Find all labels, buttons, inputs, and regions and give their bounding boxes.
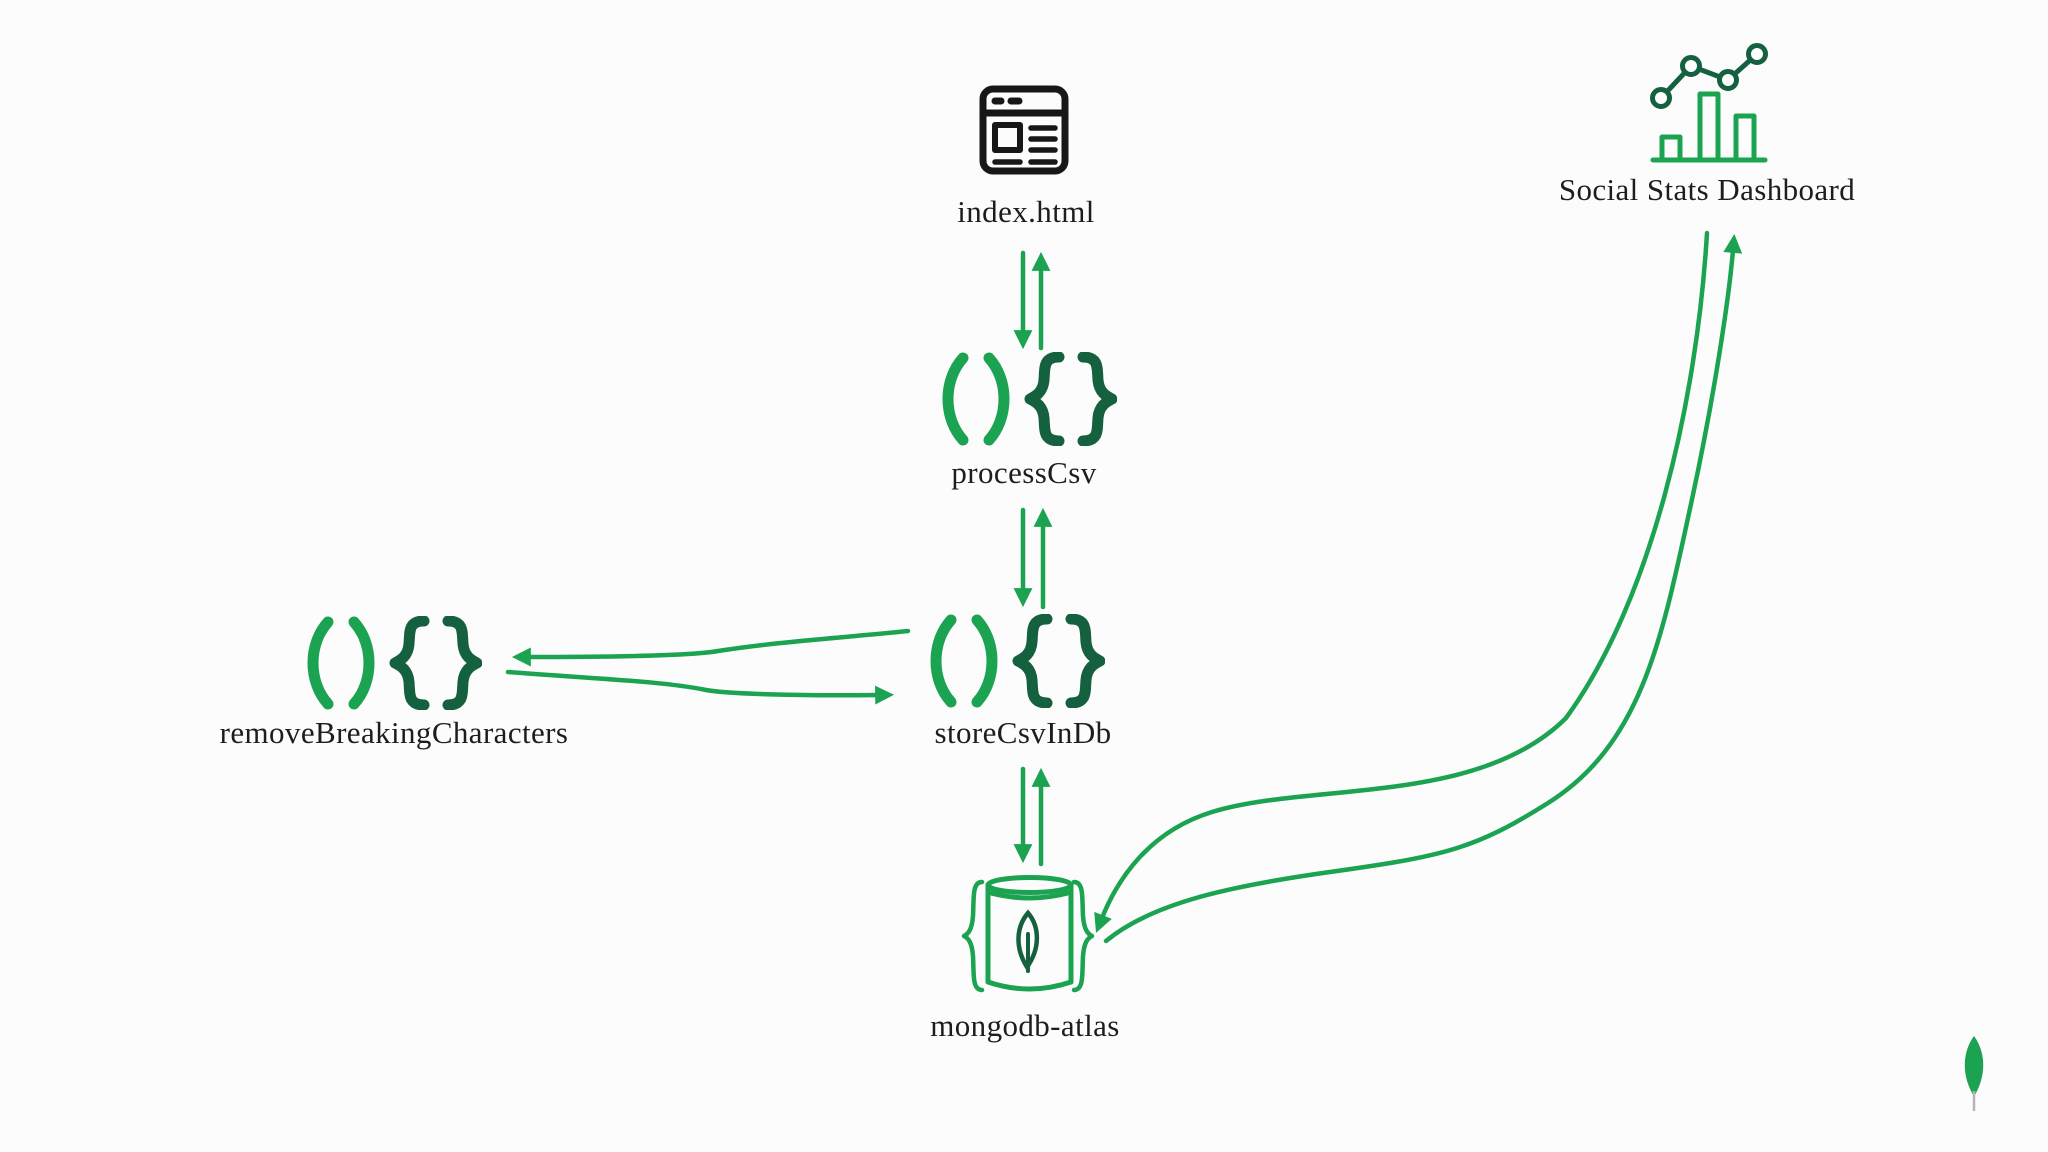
node-label-remove-breaking-characters: removeBreakingCharacters xyxy=(219,715,569,750)
arrow-storecsv-to-removebreaking xyxy=(511,628,911,667)
function-icon xyxy=(942,352,1117,446)
mongodb-database-icon xyxy=(961,875,1095,993)
arrow-mongodb-to-dashboard xyxy=(1103,233,1743,944)
arrow-dashboard-to-mongodb xyxy=(1094,230,1710,933)
function-icon xyxy=(307,616,482,710)
mongodb-leaf-logo xyxy=(1964,1036,1984,1111)
node-label-store-csv-in-db: storeCsvInDb xyxy=(934,715,1112,750)
node-label-index-html: index.html xyxy=(957,194,1095,229)
node-label-social-stats-dashboard: Social Stats Dashboard xyxy=(1558,172,1856,207)
arrow-removebreaking-to-storecsv xyxy=(505,669,895,705)
browser-window-icon xyxy=(979,85,1069,175)
stats-chart-icon xyxy=(1650,43,1768,163)
node-label-process-csv: processCsv xyxy=(951,455,1097,490)
node-label-mongodb-atlas: mongodb-atlas xyxy=(930,1008,1120,1043)
function-icon xyxy=(930,614,1105,708)
